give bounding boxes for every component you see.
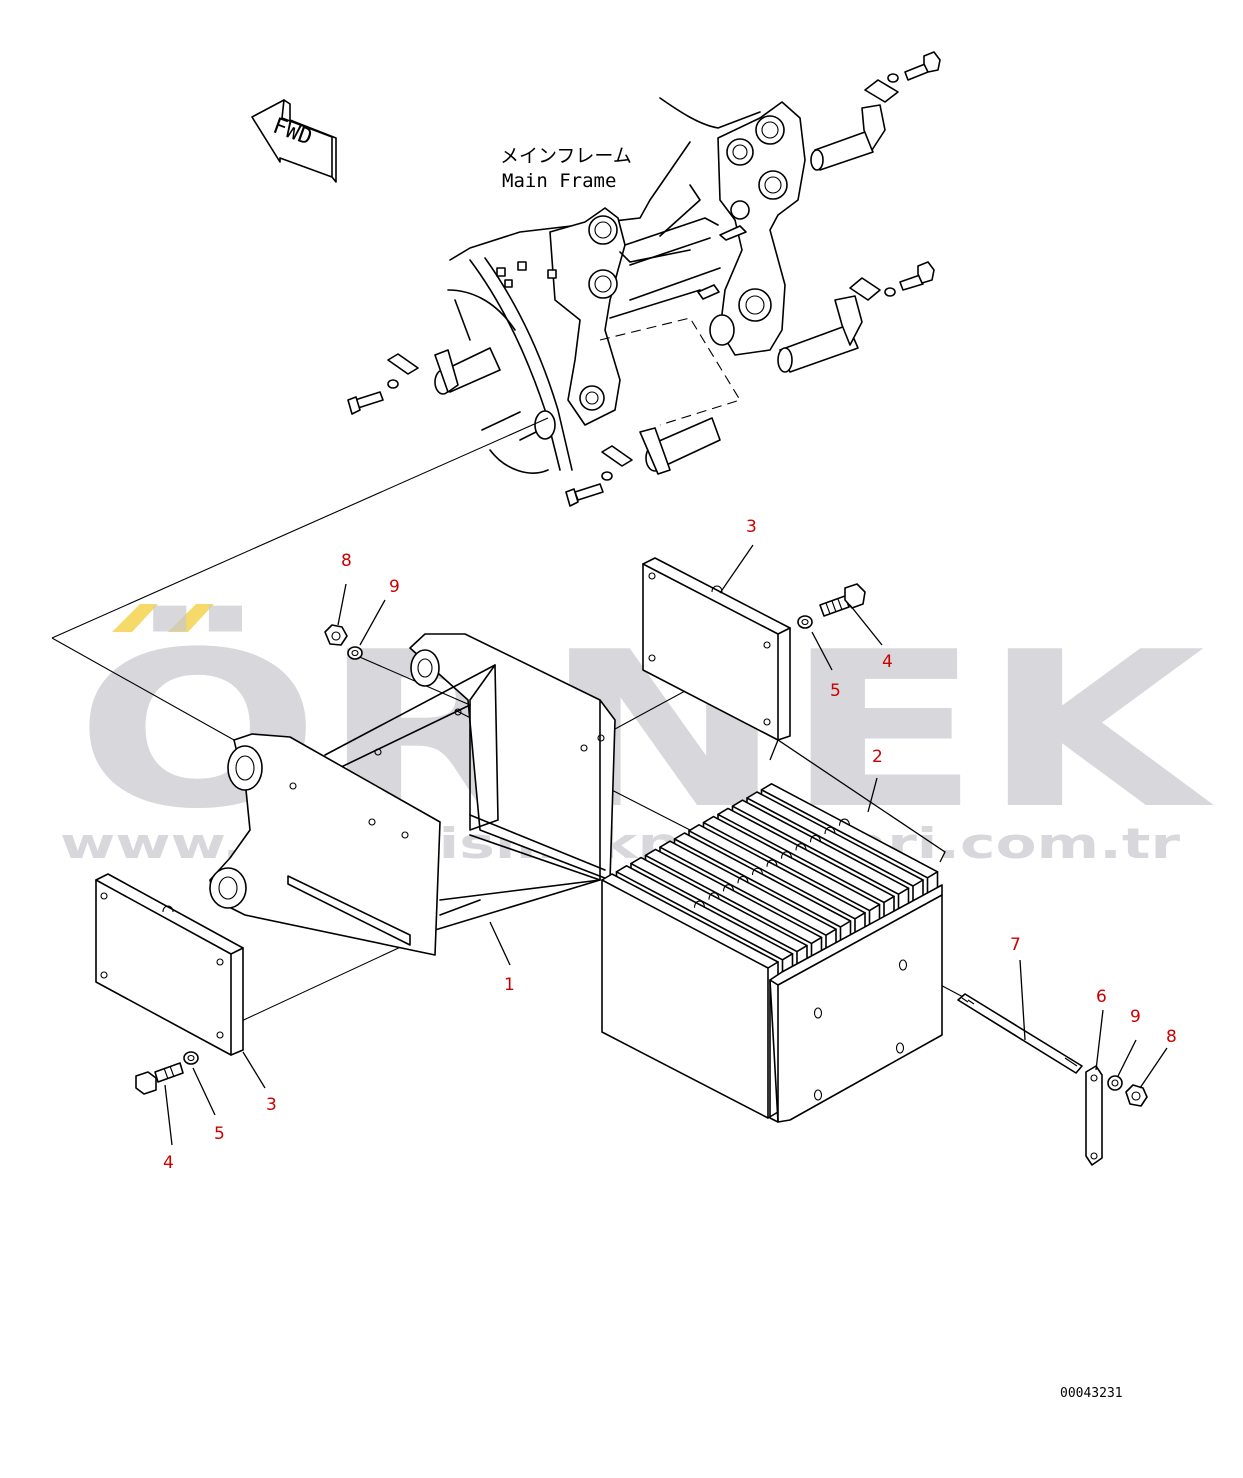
callout-6: 6 bbox=[1096, 987, 1107, 1007]
callout-4-left: 4 bbox=[163, 1153, 174, 1173]
callout-leaders bbox=[164, 544, 1168, 1146]
watermark: ÖRNEK www.ornekismakparcalari.com.tr bbox=[60, 604, 1215, 868]
callout-8-upper: 8 bbox=[341, 551, 352, 571]
lifting-notch bbox=[824, 826, 836, 835]
callout-2: 2 bbox=[872, 747, 883, 767]
callouts: 1 2 3 3 4 4 5 5 6 7 8 8 9 9 bbox=[163, 517, 1177, 1173]
weight-plate-edge bbox=[601, 879, 779, 1119]
callout-3-left: 3 bbox=[266, 1095, 277, 1115]
lifting-notch bbox=[809, 834, 822, 843]
side-plate-left bbox=[95, 873, 244, 1056]
callout-4-right: 4 bbox=[882, 652, 893, 672]
callout-5-right: 5 bbox=[830, 681, 841, 701]
washer-right bbox=[797, 615, 813, 629]
lifting-notch bbox=[838, 818, 851, 826]
callout-9-upper: 9 bbox=[389, 577, 400, 597]
tie-rod bbox=[957, 993, 1083, 1074]
nut-upper bbox=[324, 624, 348, 646]
plate-hole bbox=[813, 1007, 823, 1019]
lifting-notch bbox=[795, 843, 807, 851]
side-plate-right bbox=[642, 557, 791, 741]
watermark-accent-left bbox=[112, 604, 158, 632]
main-frame-label-jp: メインフレーム bbox=[500, 145, 632, 167]
nut-lower-right bbox=[1125, 1084, 1148, 1107]
bolt-left bbox=[135, 1062, 184, 1095]
callout-9-lower: 9 bbox=[1130, 1007, 1141, 1027]
callout-8-lower: 8 bbox=[1166, 1027, 1177, 1047]
plate-hole bbox=[895, 1042, 905, 1054]
callout-1: 1 bbox=[504, 975, 515, 995]
lifting-notch bbox=[780, 851, 793, 859]
weight-plate-stack bbox=[601, 739, 946, 1123]
lifting-notch bbox=[751, 867, 764, 876]
plate-hole bbox=[813, 1089, 823, 1101]
lifting-notch bbox=[722, 884, 735, 892]
callout-5-left: 5 bbox=[214, 1124, 225, 1144]
washer-lower-right bbox=[1107, 1075, 1123, 1091]
callout-3-right: 3 bbox=[746, 517, 757, 537]
watermark-accent-right bbox=[168, 604, 214, 632]
upper-hardware bbox=[347, 51, 941, 507]
lifting-notch bbox=[737, 875, 749, 884]
lifting-notch bbox=[693, 900, 706, 908]
plate-hole bbox=[898, 959, 908, 971]
drawing-code: 00043231 bbox=[1060, 1386, 1123, 1401]
washer-upper bbox=[347, 646, 363, 660]
fwd-arrow-icon: FWD bbox=[251, 99, 337, 183]
main-frame-label-en: Main Frame bbox=[502, 170, 616, 192]
weight-plate-front-edge bbox=[769, 894, 943, 1123]
lifting-notch bbox=[766, 859, 778, 867]
main-frame bbox=[447, 97, 806, 474]
callout-7: 7 bbox=[1010, 935, 1021, 955]
washer-left bbox=[183, 1051, 199, 1065]
lifting-notch bbox=[708, 892, 720, 900]
bolt-right bbox=[819, 583, 866, 617]
strap-plate bbox=[1085, 1065, 1103, 1166]
counterweight-box-frame bbox=[209, 633, 616, 956]
